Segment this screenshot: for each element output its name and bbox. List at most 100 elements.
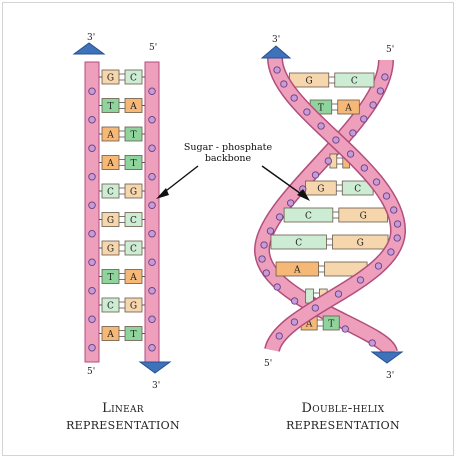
- linear-top-left-label: 3': [87, 33, 95, 43]
- linear-phosphate-left: [89, 230, 96, 237]
- linear-base-right-letter: G: [130, 188, 137, 198]
- linear-phosphate-left: [89, 173, 96, 180]
- helix-top-arrow-marker: [262, 46, 290, 58]
- linear-phosphate-left: [89, 316, 96, 323]
- helix-phosphate-front: [291, 95, 297, 101]
- helix-bottom-arrow-marker: [372, 352, 402, 363]
- helix-phosphate-front: [335, 291, 341, 297]
- helix-phosphate-front: [312, 305, 318, 311]
- linear-base-left-letter: C: [107, 302, 114, 312]
- helix-top-left-label: 3': [272, 35, 280, 45]
- helix-phosphate-front: [391, 207, 397, 213]
- helix-caption: Double-helix representation: [268, 400, 418, 434]
- helix-phosphate-front: [318, 123, 324, 129]
- helix-phosphate-front: [394, 235, 400, 241]
- linear-base-left-letter: A: [106, 131, 114, 141]
- linear-base-pair: GC: [99, 213, 145, 227]
- helix-base-right-letter: G: [357, 239, 364, 249]
- helix-base-left-letter: G: [317, 185, 324, 195]
- callout-arrow-left: [156, 166, 198, 199]
- helix-phosphate-back: [259, 256, 265, 262]
- linear-base-right-letter: T: [130, 159, 136, 169]
- helix-phosphate-front: [373, 179, 379, 185]
- helix-phosphate-back: [267, 228, 273, 234]
- linear-phosphate-right: [149, 316, 156, 323]
- linear-phosphate-left: [89, 88, 96, 95]
- linear-phosphate-right: [149, 259, 156, 266]
- helix-phosphate-front: [361, 165, 367, 171]
- linear-caption-line-2: representation: [58, 417, 188, 434]
- linear-base-pair: CG: [99, 184, 145, 198]
- helix-phosphate-back: [342, 326, 348, 332]
- helix-phosphate-front: [304, 109, 310, 115]
- linear-phosphate-right: [149, 202, 156, 209]
- helix-phosphate-front: [281, 81, 287, 87]
- helix-top-right-label: 5': [386, 45, 394, 55]
- linear-base-left-letter: G: [107, 216, 114, 226]
- linear-phosphate-right: [149, 145, 156, 152]
- helix-base-left-letter: T: [318, 104, 324, 114]
- linear-base-left-letter: G: [107, 74, 114, 84]
- helix-phosphate-front: [383, 193, 389, 199]
- helix-phosphate-front: [333, 137, 339, 143]
- linear-base-left-letter: C: [107, 188, 114, 198]
- linear-phosphate-left: [89, 116, 96, 123]
- helix-phosphate-back: [382, 74, 388, 80]
- helix-base-right-letter: C: [354, 185, 361, 195]
- helix-base-left-letter: A: [293, 266, 301, 276]
- linear-base-right-letter: A: [129, 273, 137, 283]
- helix-caption-line-1: Double-helix: [268, 400, 418, 417]
- helix-phosphate-front: [357, 277, 363, 283]
- callout-line-1: Sugar - phosphate: [184, 142, 273, 153]
- helix-phosphate-back: [263, 270, 269, 276]
- linear-base-right-letter: C: [130, 245, 137, 255]
- helix-phosphate-back: [261, 242, 267, 248]
- linear-caption: Linear representation: [58, 400, 188, 434]
- linear-phosphate-right: [149, 287, 156, 294]
- linear-base-left-letter: A: [106, 159, 114, 169]
- linear-phosphate-left: [89, 145, 96, 152]
- linear-base-pair: GC: [99, 241, 145, 255]
- helix-phosphate-front: [291, 319, 297, 325]
- helix-base-right-letter: G: [360, 212, 367, 222]
- helix-phosphate-back: [350, 130, 356, 136]
- linear-base-right-letter: T: [130, 330, 136, 340]
- helix-phosphate-back: [291, 298, 297, 304]
- linear-base-right-letter: T: [130, 131, 136, 141]
- linear-bottom-arrow-marker: [140, 362, 170, 373]
- linear-phosphate-left: [89, 202, 96, 209]
- linear-phosphate-right: [149, 116, 156, 123]
- linear-phosphate-right: [149, 88, 156, 95]
- helix-caption-line-2: representation: [268, 417, 418, 434]
- helix-base-left-letter: C: [305, 212, 312, 222]
- helix-phosphate-back: [361, 116, 367, 122]
- linear-top-right-label: 5': [149, 43, 157, 53]
- helix-phosphate-front: [274, 67, 280, 73]
- helix-phosphate-back: [325, 158, 331, 164]
- helix-base-left-letter: G: [306, 77, 313, 87]
- helix-base-right-letter: A: [344, 104, 352, 114]
- linear-phosphate-right: [149, 344, 156, 351]
- helix-base-right-letter: C: [351, 77, 358, 87]
- helix-phosphate-front: [347, 151, 353, 157]
- helix-phosphate-front: [276, 333, 282, 339]
- linear-bottom-right-label: 3': [152, 381, 160, 391]
- helix-phosphate-front: [388, 249, 394, 255]
- linear-base-pair: TA: [99, 270, 145, 284]
- linear-base-right-letter: C: [130, 74, 137, 84]
- linear-top-arrow-marker: [74, 43, 104, 54]
- linear-caption-line-1: Linear: [58, 400, 188, 417]
- linear-phosphate-left: [89, 287, 96, 294]
- helix-phosphate-front: [394, 221, 400, 227]
- helix-base-pair: A: [276, 262, 367, 276]
- linear-base-right-letter: G: [130, 302, 137, 312]
